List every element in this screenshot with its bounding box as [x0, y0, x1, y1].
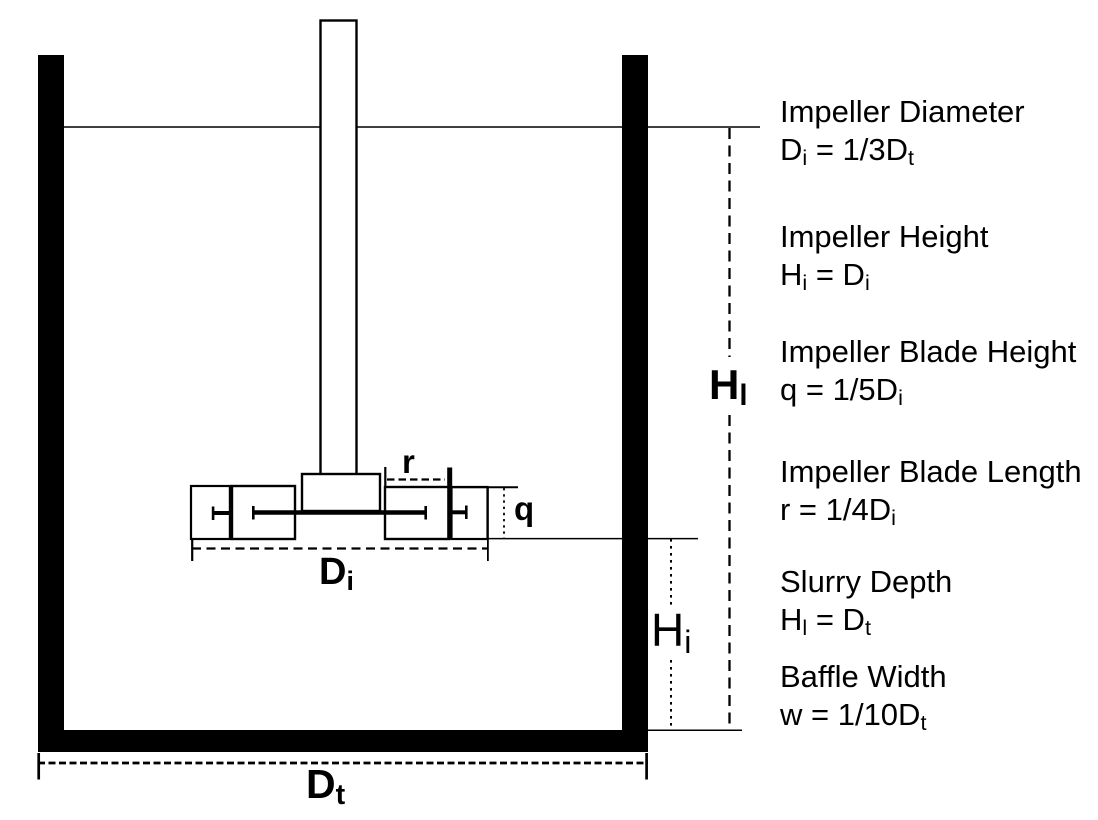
agitator-shaft	[319, 19, 358, 480]
legend-impeller-height: Impeller Height Hi = Di	[780, 218, 988, 294]
legend-title: Baffle Width	[780, 659, 947, 694]
legend-impeller-diameter: Impeller Diameter Di = 1/3Dt	[780, 93, 1025, 169]
slurry-depth-hl-label: Hl	[709, 361, 748, 413]
legend-formula: w = 1/10Dt	[780, 697, 927, 735]
impeller-height-hi-label: Hi	[651, 604, 692, 661]
legend-title: Impeller Blade Height	[780, 334, 1077, 369]
legend-formula: Hi = Di	[780, 257, 870, 295]
legend-impeller-blade-height: Impeller Blade Height q = 1/5Di	[780, 333, 1076, 409]
legend-title: Slurry Depth	[780, 564, 953, 599]
legend-title: Impeller Blade Length	[780, 454, 1082, 489]
legend-formula: r = 1/4Di	[780, 492, 896, 530]
legend-formula: Hl = Dt	[780, 602, 871, 640]
legend-title: Impeller Height	[780, 219, 989, 254]
impeller-diameter-di-label: Di	[319, 551, 354, 596]
legend-formula: q = 1/5Di	[780, 372, 903, 410]
legend-slurry-depth: Slurry Depth Hl = Dt	[780, 563, 952, 639]
impeller-hub	[300, 472, 382, 513]
tank-left-wall	[38, 55, 64, 752]
blade-height-q-label: q	[514, 490, 535, 527]
tank-bottom	[38, 730, 648, 752]
tank-right-wall	[622, 55, 648, 752]
legend-formula: Di = 1/3Dt	[780, 132, 915, 170]
legend-title: Impeller Diameter	[780, 94, 1025, 129]
blade-length-r-label: r	[402, 443, 415, 480]
legend-baffle-width: Baffle Width w = 1/10Dt	[780, 658, 947, 734]
legend-impeller-blade-length: Impeller Blade Length r = 1/4Di	[780, 453, 1082, 529]
tank-diameter-dt-label: Dt	[306, 761, 346, 812]
